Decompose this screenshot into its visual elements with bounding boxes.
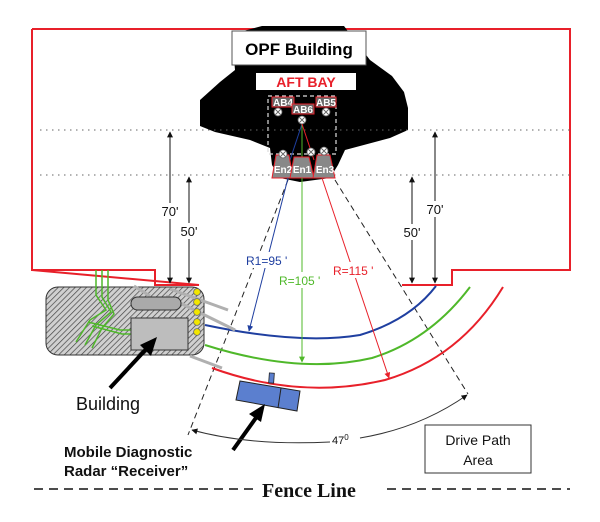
sector-edge-left [187, 179, 289, 436]
radius-label-r2: R=105 ' [279, 274, 320, 288]
dim-left-70-label: 70' [162, 204, 179, 219]
radius-label-r1: R1=95 ' [246, 254, 287, 268]
drive-path-line2: Area [463, 452, 493, 468]
building-block [130, 317, 189, 351]
angle-arc [191, 428, 331, 444]
receiver-label-line2: Radar “Receiver” [64, 463, 188, 480]
range-arc-r1 [204, 285, 437, 340]
dim-left-50-label: 50' [181, 224, 198, 239]
svg-text:En3: En3 [316, 165, 335, 176]
radius-label-r3: R=115 ' [333, 264, 373, 278]
svg-text:AB6: AB6 [293, 105, 313, 116]
building-pointer-arrow [108, 343, 152, 390]
building-bar [130, 296, 182, 311]
building-label: Building [76, 394, 140, 414]
svg-text:AB4: AB4 [273, 98, 293, 109]
svg-text:En1: En1 [293, 165, 312, 176]
range-arc-r3 [211, 286, 504, 389]
svg-text:En2: En2 [274, 165, 293, 176]
drive-path-box [424, 424, 532, 474]
drive-path-line1: Drive Path [445, 432, 510, 448]
receiver-label-line1: Mobile Diagnostic [64, 444, 192, 461]
dim-right-70-label: 70' [427, 202, 444, 217]
radar-receiver [235, 372, 301, 412]
antenna-ab4: AB4 [271, 96, 295, 117]
antenna-ab5: AB5 [315, 96, 337, 117]
opf-building-box [231, 30, 367, 66]
fence-line-label: Fence Line [262, 480, 356, 502]
range-arc-r2 [204, 286, 471, 366]
antenna-ab6: AB6 [291, 103, 315, 125]
svg-text:AB5: AB5 [316, 98, 336, 109]
opf-building-label: OPF Building [245, 40, 353, 59]
aft-bay-box [256, 73, 356, 90]
antenna-en3: En3 [312, 146, 336, 179]
sector-edge-right [334, 179, 469, 395]
receiver-pointer-arrow [231, 413, 260, 452]
antenna-en2: En2 [271, 149, 294, 179]
angle-label: 470 [332, 433, 349, 447]
pad-lights [193, 288, 201, 336]
aft-bay-label: AFT BAY [276, 74, 336, 90]
dim-right-50-label: 50' [404, 225, 421, 240]
